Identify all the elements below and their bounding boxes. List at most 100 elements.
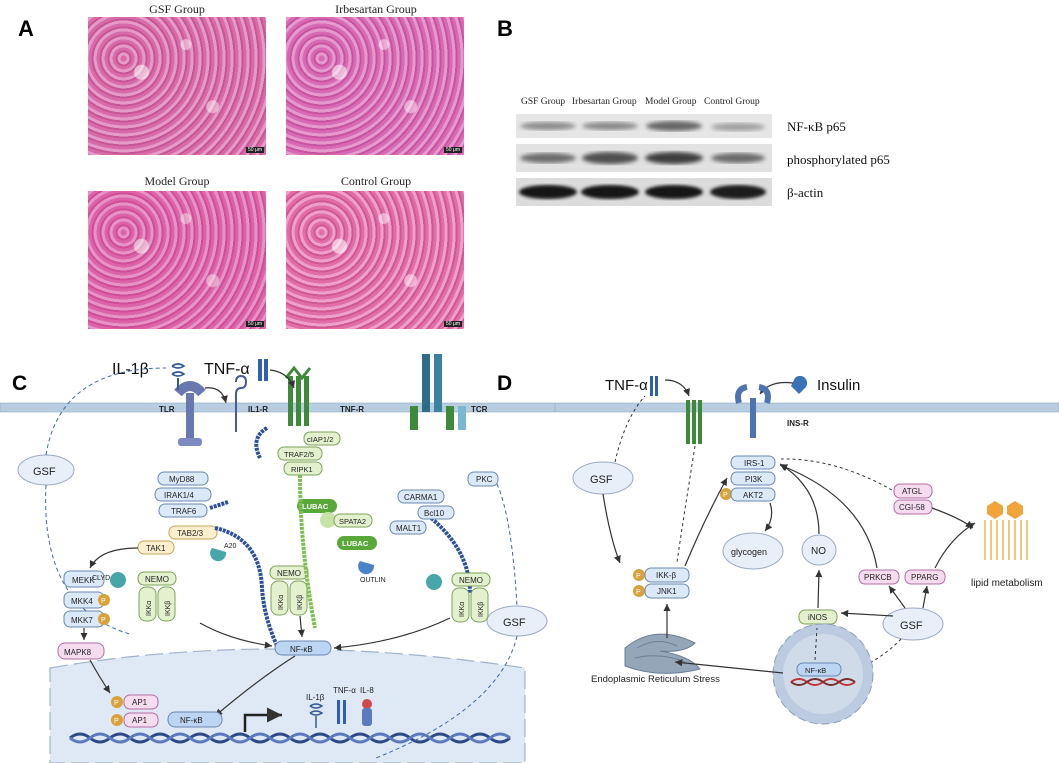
arrow [815,569,823,609]
insr-receptor [735,384,771,438]
irak-box [154,487,212,502]
blot-row-nfkb: NF-κB p65 [787,119,846,134]
histo-title-gsf: GSF Group [149,2,205,16]
il8-output-icon [362,699,372,709]
glycogen-node [722,532,784,570]
ubiquitin-chain [298,474,317,629]
arrow [779,464,878,569]
ligand-tnfa: TNF-α [204,361,250,378]
phospho-label: P [636,589,641,596]
gsf-label: GSF [590,474,613,486]
label-insulin: Insulin [817,377,860,394]
histology-image-control: 50 μm [286,191,464,329]
mkk4-label: MKK4 [71,597,93,606]
nemo-box-right [451,572,491,587]
tnfr-receptor [284,365,312,426]
dna [69,732,511,744]
histology-image-irbesartan: 50 μm [286,17,464,155]
panel-d-letter: D [497,372,513,395]
inhibition-line [375,635,518,759]
ikkb-box [644,567,690,583]
atgl-box [893,483,933,499]
arrow [779,463,820,535]
phospho-label: P [636,573,641,580]
blot-column-irbesartan: Irbesartan Group [572,97,637,107]
arrow [89,659,111,694]
mapk8-box [57,642,105,660]
arrow [214,655,296,717]
tnfa-output-icon [337,700,340,724]
band [711,153,765,163]
inhibition-line [496,483,518,607]
lubac-box-2 [337,536,377,550]
ikka-box-right [451,587,470,623]
band [520,153,576,163]
cgi58-box [893,499,933,515]
mekk-label: MEKK [72,576,95,585]
phospho-label: P [101,598,106,605]
nfkb-label: NF-κB [180,716,203,725]
ikka-label: IKKα [459,602,466,617]
scale-bar: 50 μm [246,147,264,153]
phospho-label: P [101,617,106,624]
arrow [204,387,228,404]
blot-column-gsf: GSF Group [521,97,566,107]
pkc-box [467,471,499,487]
mapk8-label: MAPK8 [64,648,92,657]
ubiquitin-chain [209,500,229,510]
transcription-arrow [243,707,282,732]
outlin-icon [358,561,375,575]
il8-output-icon [362,708,372,726]
akt2-box [730,487,776,502]
insulin-icon [791,375,808,394]
mekk-box [63,570,105,588]
myd88-label: MyD88 [169,475,195,484]
inhibition-line [838,638,902,675]
label-tnfr: TNF-R [340,405,364,414]
il1r-receptor [235,374,248,432]
nemo-label: NEMO [277,569,301,578]
phospho-icon [98,594,110,606]
gsf-label: GSF [33,466,56,478]
arrow [764,502,773,532]
phospho-icon [720,488,732,500]
malt1-box [389,520,427,535]
ap1-label: AP1 [132,698,148,707]
label-tcr: TCR [471,405,488,414]
arrow [269,369,295,389]
outlin-label: OUTLIN [360,577,386,584]
inhibition-line [614,395,646,463]
phospho-icon [111,714,123,726]
ikkb-label: IKK-β [656,571,677,580]
a20-label: A20 [224,543,237,550]
phospho-label: P [114,718,119,725]
nfkb-label: NF-κB [290,645,313,654]
ikka-box [138,586,157,622]
irak-label: IRAK1/4 [164,491,194,500]
lubac-box [297,499,337,513]
irs1-label: IRS-1 [744,459,765,468]
ikkb-label: IKKβ [165,601,172,616]
pathway-diagram-d: TNF-α Insulin INS-R GSF IRS-1 PI3K P AKT… [555,375,1059,725]
er-stress-label: Endoplasmic Reticulum Stress [591,674,720,685]
ikka-label: IKKα [146,601,153,616]
histology-image-model: 50 μm [88,191,266,329]
ikkb-box [157,586,176,622]
band [582,122,638,130]
panel-c-letter: C [12,372,28,395]
band [520,122,576,130]
gsf-node-bottom [882,607,944,641]
blot-row-p65: phosphorylated p65 [787,152,890,167]
nfkb-label: NF-κB [805,666,826,675]
ciap-label: cIAP1/2 [307,435,333,444]
arrow [684,477,728,567]
phospho-icon [633,585,645,597]
panel-a-letter: A [18,16,34,41]
tnfa-ligand-icon [650,376,653,396]
spata2-box [333,513,373,528]
inos-label: iNOS [808,613,827,622]
label-tlr: TLR [159,405,175,414]
akt2-label: AKT2 [743,491,764,500]
histology-image-gsf: 50 μm [88,17,266,155]
gsf-label: GSF [900,620,923,632]
